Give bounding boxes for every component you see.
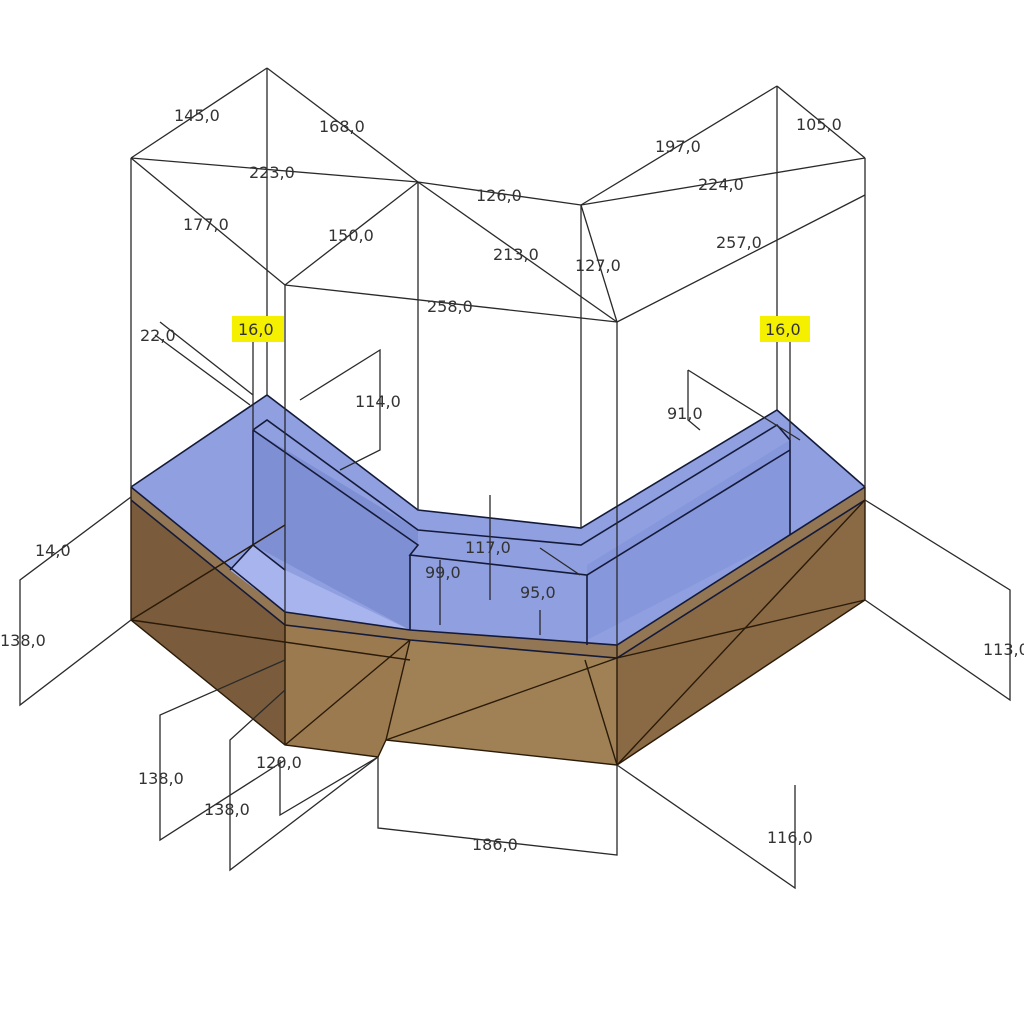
inner-wall-left xyxy=(253,430,418,630)
dim-116: 116,0 xyxy=(767,828,813,847)
dim-126: 126,0 xyxy=(476,186,522,205)
dim-177: 177,0 xyxy=(183,215,229,234)
dim-258: 258,0 xyxy=(427,297,473,316)
highlight-16-left xyxy=(232,316,284,342)
dim-91: 91,0 xyxy=(667,404,703,423)
dim-150: 150,0 xyxy=(328,226,374,245)
inner-wall-right xyxy=(587,440,790,640)
dim-138-left: 138,0 xyxy=(0,631,46,650)
dim-113: 113,0 xyxy=(983,640,1024,659)
highlight-16-right xyxy=(760,316,810,342)
dim-117: 117,0 xyxy=(465,538,511,557)
dim-138-a: 138,0 xyxy=(138,769,184,788)
dim-257: 257,0 xyxy=(716,233,762,252)
dim-99: 99,0 xyxy=(425,563,461,582)
dim-114: 114,0 xyxy=(355,392,401,411)
model-edges xyxy=(130,394,866,766)
model-top xyxy=(131,395,865,645)
dimension-lines xyxy=(19,67,1011,890)
dimension-labels: 145,0 168,0 223,0 126,0 197,0 105,0 224,… xyxy=(0,106,1024,854)
body-front-mid xyxy=(285,625,410,757)
dim-127: 127,0 xyxy=(575,256,621,275)
dim-22: 22,0 xyxy=(140,326,176,345)
inner-floor xyxy=(230,545,410,630)
dim-224: 224,0 xyxy=(698,175,744,194)
dim-138-b: 138,0 xyxy=(204,800,250,819)
body-left-face xyxy=(131,500,285,745)
dim-213: 213,0 xyxy=(493,245,539,264)
dim-223: 223,0 xyxy=(249,163,295,182)
dim-95: 95,0 xyxy=(520,583,556,602)
dim-16-left: 16,0 xyxy=(238,320,274,339)
body-front-center xyxy=(386,640,617,765)
dim-186: 186,0 xyxy=(472,835,518,854)
dim-105: 105,0 xyxy=(796,115,842,134)
dim-145: 145,0 xyxy=(174,106,220,125)
dim-14: 14,0 xyxy=(35,541,71,560)
dim-120: 120,0 xyxy=(256,753,302,772)
dim-197: 197,0 xyxy=(655,137,701,156)
dim-168: 168,0 xyxy=(319,117,365,136)
dim-16-right: 16,0 xyxy=(765,320,801,339)
